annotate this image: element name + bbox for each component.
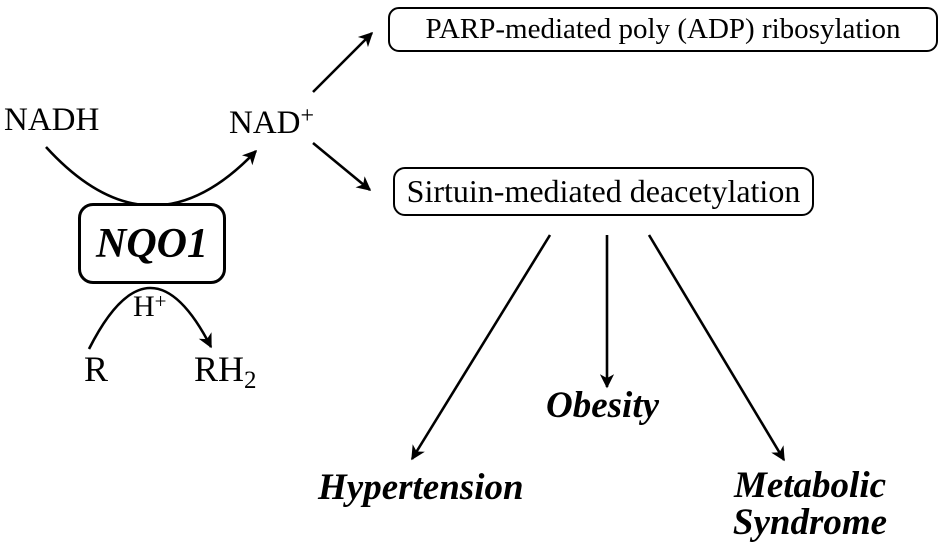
metabolic-syndrome-line2: Syndrome: [732, 502, 888, 543]
parp-ribosylation-box: PARP-mediated poly (ADP) ribosylation: [388, 7, 938, 52]
nad-base-text: NAD: [229, 105, 301, 141]
parp-ribosylation-label: PARP-mediated poly (ADP) ribosylation: [425, 13, 901, 45]
r-substrate-label: R: [84, 349, 109, 389]
sirtuin-deacetylation-box: Sirtuin-mediated deacetylation: [393, 167, 814, 216]
rh2-product-label: RH2: [194, 351, 257, 393]
arrow-sirtuin-to-metabolic: [647, 234, 786, 462]
nqo1-enzyme-box: NQO1: [78, 203, 226, 284]
h-base-text: H: [133, 290, 155, 323]
nqo1-label: NQO1: [96, 220, 208, 267]
rh-subscript: 2: [244, 367, 257, 394]
arrow-nad-to-sirtuin: [312, 141, 372, 192]
metabolic-syndrome-label: Metabolic Syndrome: [685, 467, 935, 541]
proton-label: H+: [133, 291, 167, 322]
obesity-label: Obesity: [546, 385, 660, 426]
nadh-label: NADH: [4, 102, 100, 138]
nad-label: NAD+: [229, 104, 314, 140]
h-superscript: +: [154, 289, 167, 313]
rh-base-text: RH: [194, 349, 245, 389]
nad-superscript: +: [300, 103, 315, 129]
hypertension-label: Hypertension: [318, 467, 524, 508]
arrow-nad-to-parp: [312, 31, 374, 93]
metabolic-syndrome-line1: Metabolic: [733, 465, 887, 506]
arc-nadh-to-nad: [45, 146, 257, 207]
arrow-sirtuin-to-hypertension: [410, 234, 552, 461]
sirtuin-deacetylation-label: Sirtuin-mediated deacetylation: [406, 173, 801, 209]
arc-r-to-rh2: [87, 286, 213, 350]
